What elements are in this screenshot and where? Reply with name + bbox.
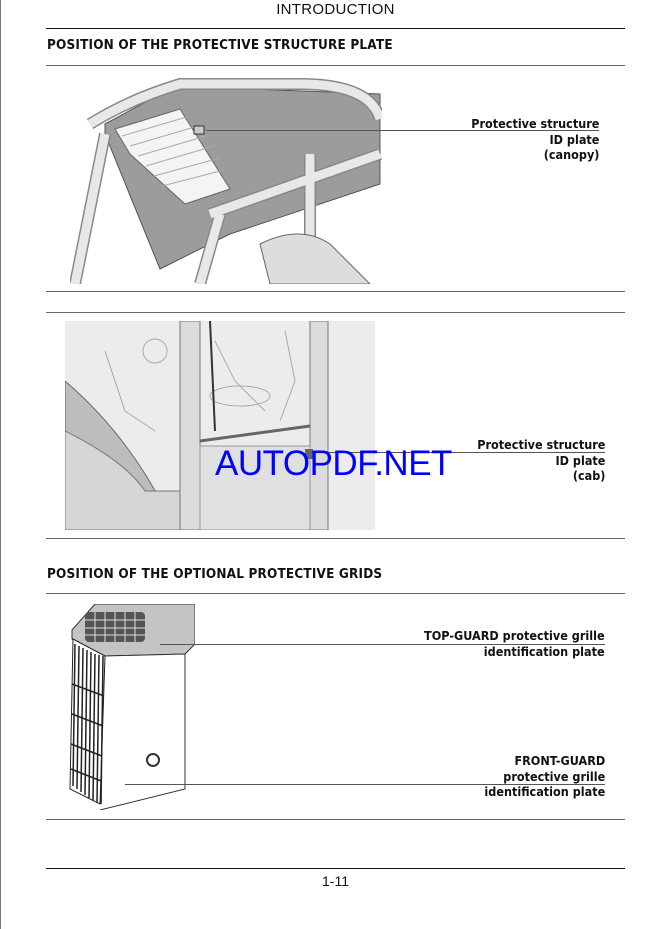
divider [46, 819, 625, 820]
divider [46, 538, 625, 539]
protective-grids-illustration [65, 604, 195, 810]
section-heading: POSITION OF THE PROTECTIVE STRUCTURE PLA… [47, 38, 393, 53]
label-line: ID plate [555, 452, 605, 468]
front-guard-callout-line [125, 784, 605, 785]
page-number: 1-11 [322, 873, 349, 889]
label-line: (canopy) [543, 147, 599, 162]
cab-callout-line [312, 452, 605, 453]
top-guard-label: TOP-GUARD protective grille identificati… [404, 628, 605, 659]
top-guard-callout-line [160, 644, 605, 645]
front-guard-label: FRONT-GUARD protective grille identifica… [471, 753, 605, 800]
divider [46, 65, 625, 66]
label-line: TOP-GUARD protective grille [424, 628, 605, 643]
cab-plate-label: Protective structure ID plate (cab) [463, 437, 605, 484]
section-heading: POSITION OF THE OPTIONAL PROTECTIVE GRID… [47, 567, 383, 582]
label-line: (cab) [572, 468, 605, 483]
page-edge [0, 0, 1, 929]
label-line: identification plate [484, 643, 605, 659]
label-line: Protective structure [470, 116, 599, 131]
label-line: protective grille [503, 768, 605, 784]
watermark: AUTOPDF.NET [215, 444, 452, 483]
canopy-plate-label: Protective structure ID plate (canopy) [457, 116, 599, 163]
canopy-illustration [70, 74, 382, 284]
label-line: identification plate [484, 784, 605, 799]
label-line: FRONT-GUARD [514, 753, 605, 768]
divider [46, 291, 625, 292]
label-line: Protective structure [476, 437, 605, 452]
cab-illustration [65, 321, 375, 530]
divider [46, 593, 625, 594]
canopy-callout-line [206, 130, 599, 131]
running-header: INTRODUCTION [276, 1, 395, 18]
label-line: ID plate [549, 131, 599, 147]
footer-divider [46, 868, 625, 869]
divider [46, 28, 625, 29]
divider [46, 312, 625, 313]
